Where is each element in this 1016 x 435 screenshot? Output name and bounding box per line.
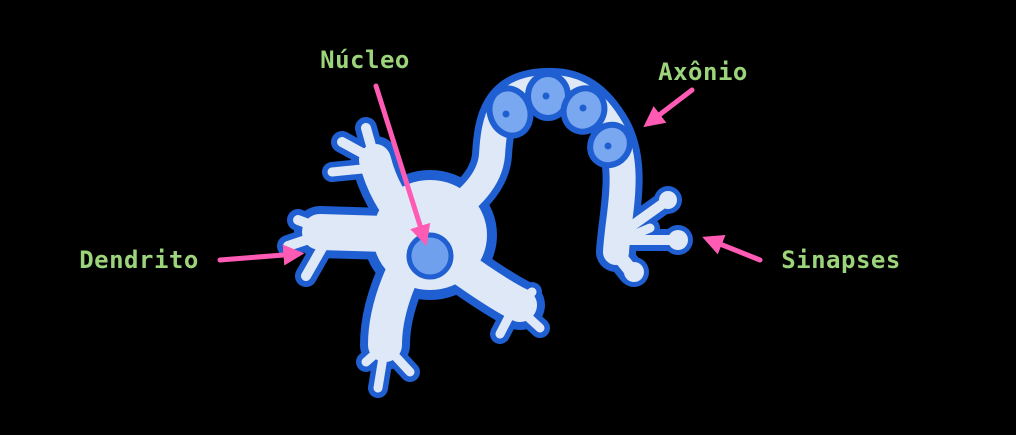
schwann-nucleus [502, 110, 510, 118]
schwann-nucleus [542, 92, 550, 100]
dendrite-arrow [217, 244, 305, 266]
schwann-nucleus [579, 104, 587, 112]
axon-arrow [643, 87, 695, 128]
schwann-nucleus [604, 142, 612, 150]
myelin-sheath [486, 71, 633, 169]
axon-label: Axônio [658, 58, 748, 86]
synapses-arrow [702, 234, 763, 263]
dendrite-label: Dendrito [79, 246, 199, 274]
nucleus-circle [406, 232, 454, 280]
synapses-label: Sinapses [781, 246, 901, 274]
nucleus-arrow [373, 83, 431, 247]
label-arrows [217, 83, 763, 266]
nucleus-label: Núcleo [320, 46, 410, 74]
